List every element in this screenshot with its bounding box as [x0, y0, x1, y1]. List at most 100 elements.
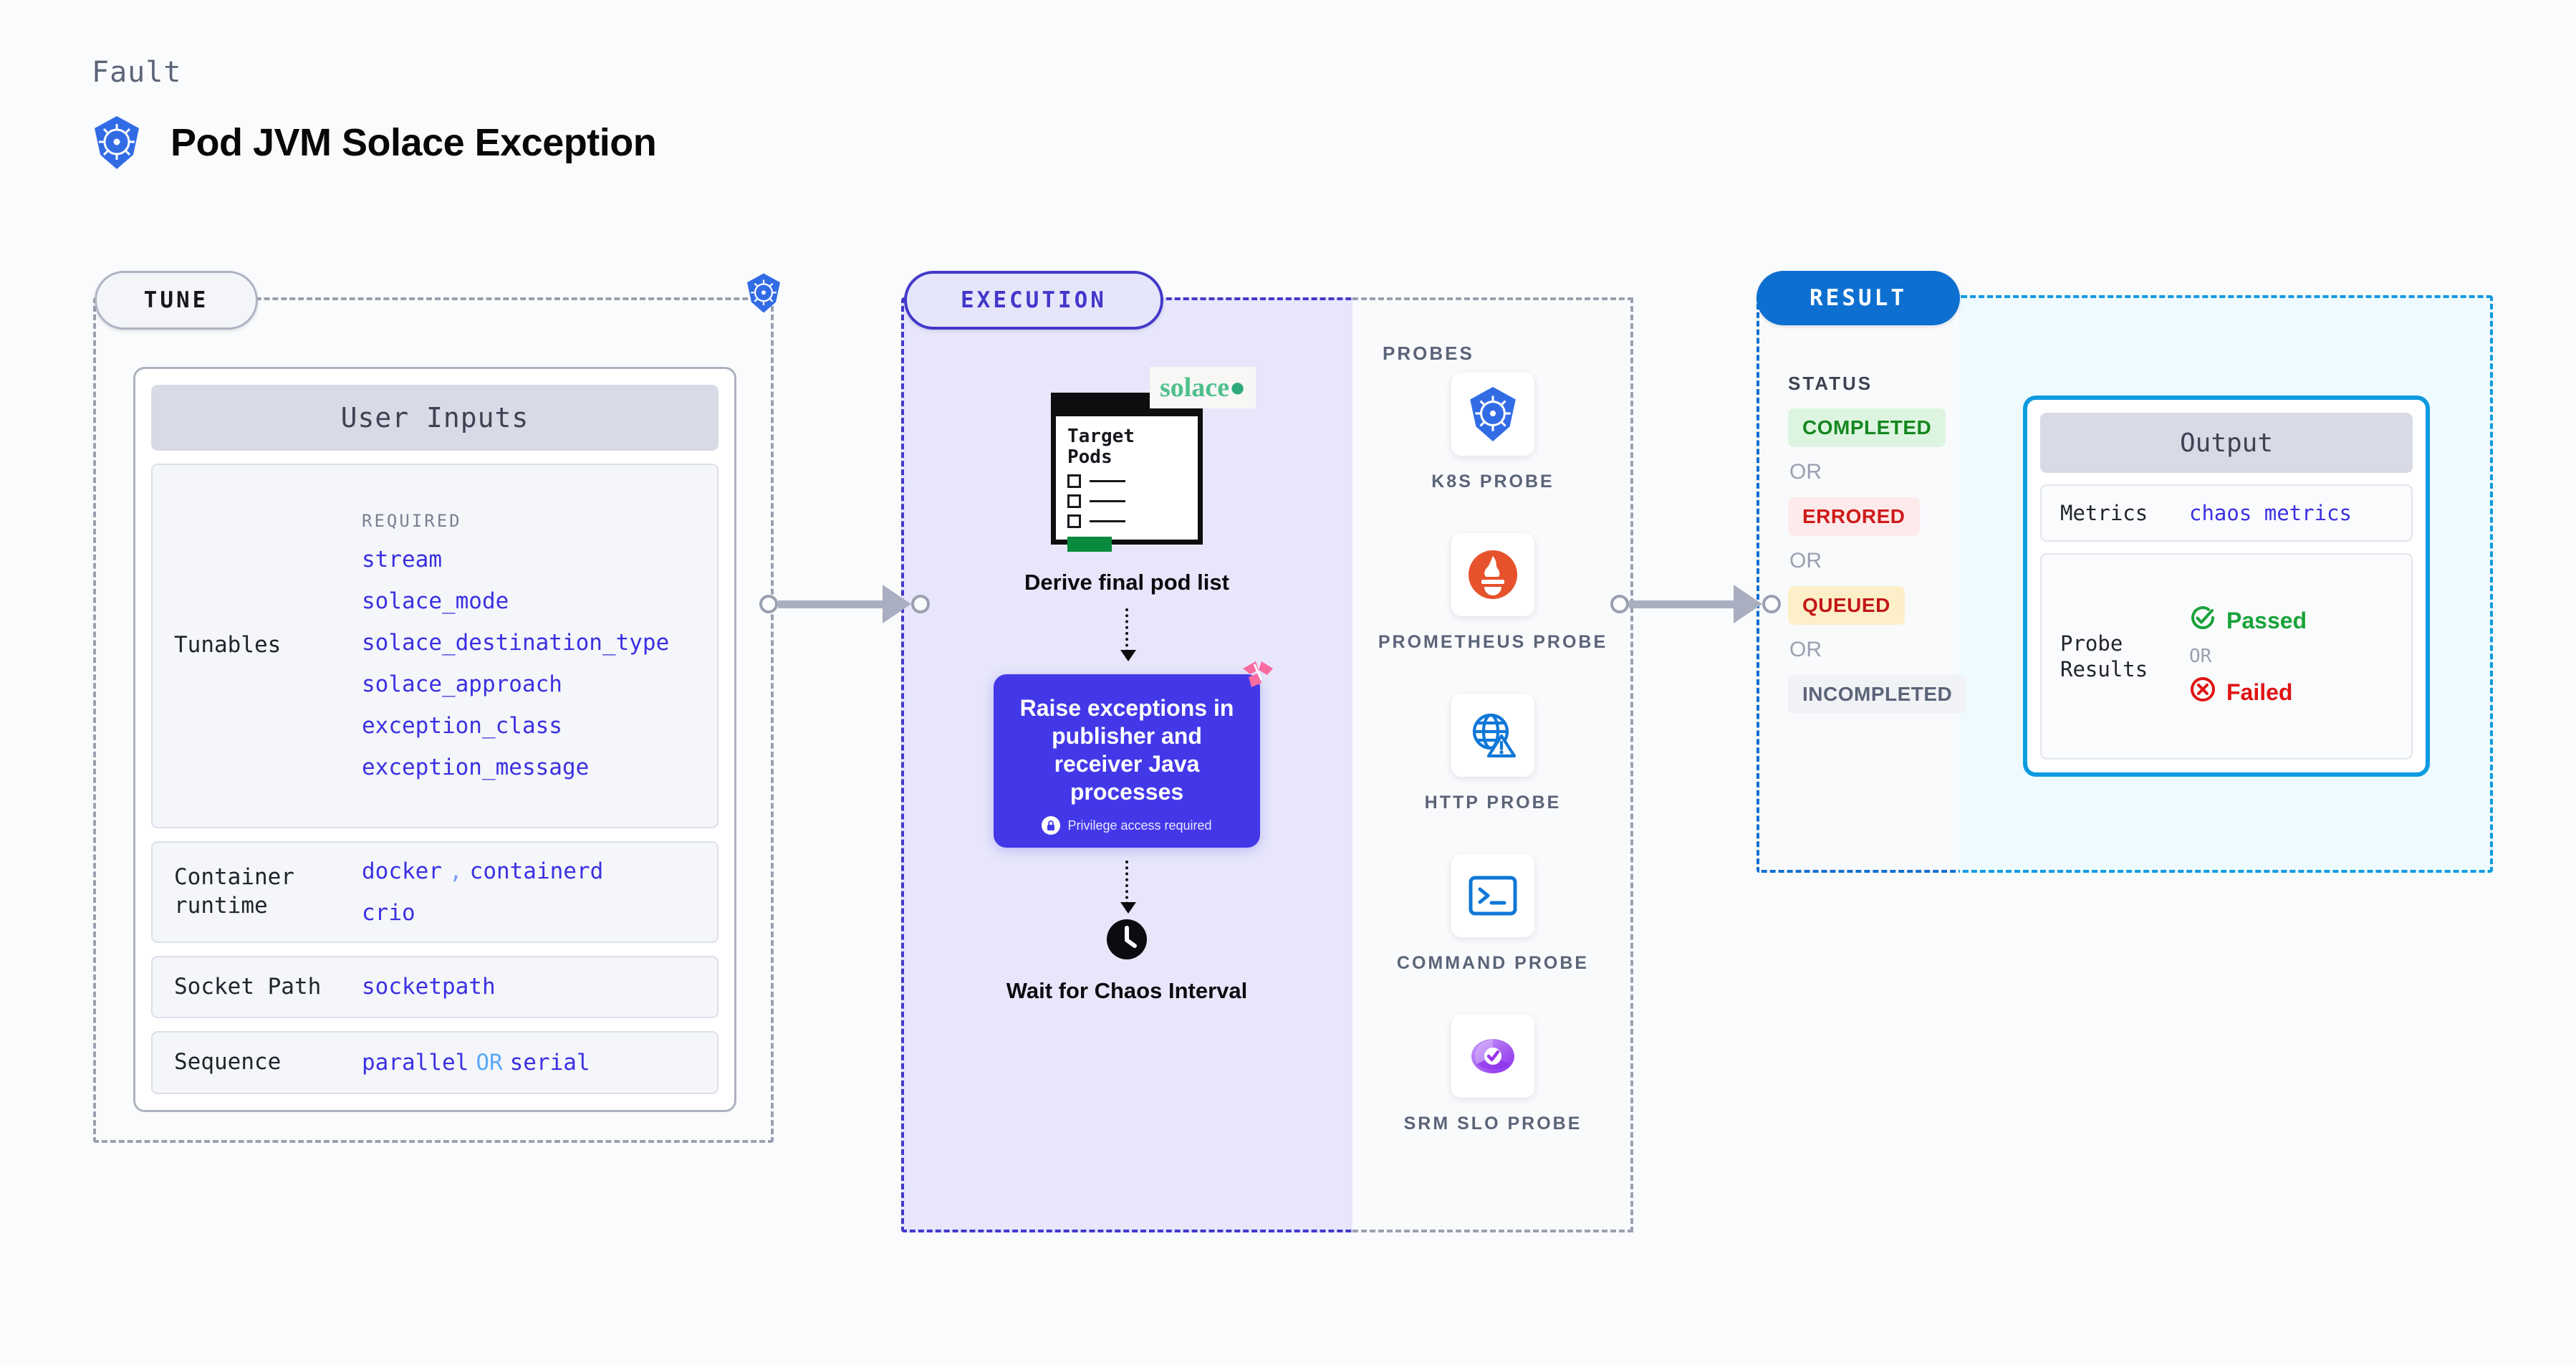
target-pods-title: Target Pods	[1067, 426, 1135, 469]
metrics-label: Metrics	[2060, 501, 2148, 525]
flow-arrow-1	[1120, 608, 1136, 662]
tunable-solace-mode[interactable]: solace_mode	[362, 588, 509, 615]
status-section-label: STATUS	[1788, 373, 1873, 394]
probe-command[interactable]: COMMAND PROBE	[1397, 854, 1589, 974]
check-circle-icon	[2189, 604, 2216, 637]
x-circle-icon	[2189, 676, 2216, 709]
probe-results-values: Passed OR Failed	[2189, 604, 2307, 709]
sequence-parallel[interactable]: parallel	[362, 1050, 469, 1076]
tune-stage-container	[93, 297, 774, 1143]
chaos-action-card: Raise exceptions in publisher and receiv…	[994, 661, 1273, 848]
sequence-joiner: OR	[476, 1050, 503, 1076]
socket-path-value[interactable]: socketpath	[362, 974, 496, 1000]
privilege-note-text: Privilege access required	[1067, 818, 1212, 833]
socket-path-row: Socket Path socketpath	[151, 955, 719, 1019]
status-list: COMPLETED OR ERRORED OR QUEUED OR INCOMP…	[1788, 408, 1967, 714]
socket-path-label: Socket Path	[174, 973, 322, 1000]
probe-label: COMMAND PROBE	[1396, 953, 1590, 973]
probe-k8s[interactable]: K8S PROBE	[1431, 373, 1554, 493]
sequence-row: Sequence parallel OR serial	[151, 1031, 719, 1094]
output-card: Output Metrics chaos metrics Probe Resul…	[2023, 396, 2430, 777]
page-kicker: Fault	[92, 56, 182, 89]
connector-tune-to-execution	[759, 585, 930, 623]
status-badge-errored: ERRORED	[1788, 497, 1920, 536]
tunable-exception-class[interactable]: exception_class	[362, 713, 562, 739]
metrics-row: Metrics chaos metrics	[2040, 484, 2413, 542]
user-inputs-title: User Inputs	[151, 385, 719, 451]
connector-shaft	[778, 600, 884, 608]
sequence-serial[interactable]: serial	[509, 1050, 590, 1076]
output-title: Output	[2040, 413, 2413, 473]
status-or-3: OR	[1789, 638, 1822, 661]
step-wait-interval-caption: Wait for Chaos Interval	[1006, 978, 1248, 1004]
flow-arrow-2	[1120, 861, 1136, 914]
user-inputs-card: User Inputs Tunables REQUIRED stream sol…	[133, 367, 736, 1112]
tunables-row: Tunables REQUIRED stream solace_mode sol…	[151, 464, 719, 828]
stage-label-result[interactable]: RESULT	[1756, 271, 1960, 325]
runtime-separator: ,	[448, 858, 463, 884]
status-or-2: OR	[1789, 549, 1822, 573]
probe-srm-slo[interactable]: SRM SLO PROBE	[1404, 1015, 1582, 1135]
probes-section-label: PROBES	[1383, 343, 1474, 364]
status-badge-queued: QUEUED	[1788, 586, 1905, 625]
terminal-icon	[1451, 854, 1534, 937]
connector-end-knob	[911, 595, 930, 613]
metrics-value[interactable]: chaos metrics	[2189, 501, 2352, 526]
page-title: Pod JVM Solace Exception	[170, 121, 657, 164]
step-derive-pod-list-caption: Derive final pod list	[1024, 570, 1229, 595]
clock-icon	[1104, 916, 1150, 966]
probe-label: SRM SLO PROBE	[1403, 1113, 1582, 1134]
sequence-label: Sequence	[174, 1049, 282, 1076]
placeholder-line	[1090, 520, 1125, 523]
stage-label-tune[interactable]: TUNE	[95, 271, 258, 330]
prometheus-icon	[1451, 533, 1534, 616]
page-header: Pod JVM Solace Exception	[92, 115, 657, 171]
failed-label: Failed	[2226, 679, 2293, 705]
result-status-container	[1756, 295, 1961, 873]
chaos-action-title: Raise exceptions in publisher and receiv…	[1019, 695, 1234, 805]
target-pods-card-body: Target Pods	[1051, 393, 1203, 552]
runtime-containerd[interactable]: containerd	[469, 858, 604, 884]
connector-arrowhead	[883, 585, 911, 623]
status-badge-incompleted: INCOMPLETED	[1788, 675, 1967, 714]
placeholder-line	[1090, 500, 1125, 503]
checkbox-icon	[1067, 474, 1081, 489]
probe-result-passed: Passed	[2189, 604, 2307, 637]
probe-result-failed: Failed	[2189, 676, 2307, 709]
runtime-crio[interactable]: crio	[362, 899, 415, 926]
probe-results-row: Probe Results Passed OR	[2040, 553, 2413, 760]
sequence-values: parallel OR serial	[362, 1050, 590, 1076]
connector-start-knob	[759, 595, 778, 613]
container-runtime-values: docker , containerd crio	[362, 858, 603, 926]
probe-label: HTTP PROBE	[1424, 792, 1562, 813]
passed-label: Passed	[2226, 607, 2307, 633]
probe-result-or: OR	[2189, 646, 2212, 668]
status-or-1: OR	[1789, 460, 1822, 484]
tunables-label: Tunables	[174, 632, 282, 658]
probe-http[interactable]: HTTP PROBE	[1425, 694, 1562, 814]
solace-dot-icon: ●	[1229, 373, 1246, 403]
pod-list-item	[1067, 494, 1186, 509]
kubernetes-icon	[745, 272, 782, 317]
connector-execution-to-result	[1610, 585, 1781, 623]
connector-arrowhead	[1734, 585, 1762, 623]
solace-wordmark: solace	[1160, 373, 1230, 403]
tunable-solace-approach[interactable]: solace_approach	[362, 671, 562, 698]
stage-label-execution[interactable]: EXECUTION	[904, 271, 1163, 330]
connector-start-knob	[1610, 595, 1629, 613]
connector-end-knob	[1762, 595, 1781, 613]
connector-shaft	[1629, 600, 1735, 608]
container-runtime-row: Container runtime docker , containerd cr…	[151, 840, 719, 943]
tunable-solace-destination-type[interactable]: solace_destination_type	[362, 630, 670, 656]
runtime-docker[interactable]: docker	[362, 858, 442, 884]
socket-path-values: socketpath	[362, 974, 496, 1000]
tunable-exception-message[interactable]: exception_message	[362, 755, 590, 781]
checkbox-icon	[1067, 514, 1081, 529]
privilege-note: Privilege access required	[1009, 816, 1244, 835]
probe-prometheus[interactable]: PROMETHEUS PROBE	[1378, 533, 1607, 653]
lock-icon	[1042, 816, 1061, 835]
required-tag: REQUIRED	[362, 511, 462, 532]
container-runtime-label: Container runtime	[174, 863, 294, 919]
tunable-stream[interactable]: stream	[362, 547, 442, 573]
